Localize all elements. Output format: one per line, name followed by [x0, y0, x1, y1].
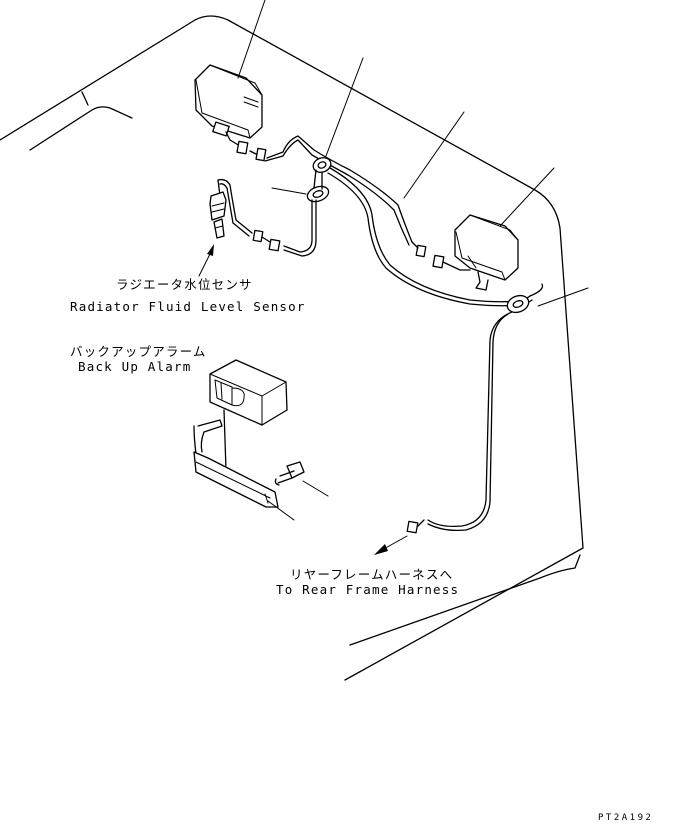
sensor-pointer-arrow [198, 244, 214, 277]
main-harness [264, 135, 544, 314]
backup-alarm-assembly [193, 359, 305, 508]
rear-harness-arrow [374, 535, 408, 555]
radiator-sensor-label-jp: ラジエータ水位センサ [116, 277, 253, 292]
rear-harness-label-en: To Rear Frame Harness [276, 582, 459, 597]
leader-lines [237, 0, 589, 521]
drawing-code: PT2A192 [598, 813, 653, 823]
backup-alarm-label-jp: バックアップアラーム [70, 344, 207, 359]
radiator-sensor-label-en: Radiator Fluid Level Sensor [70, 299, 306, 314]
radiator-sensor-branch [209, 178, 317, 257]
cab-outline [0, 15, 584, 681]
right-work-lamp [411, 214, 519, 291]
rear-harness-run [406, 311, 513, 534]
backup-alarm-label-en: Back Up Alarm [78, 359, 191, 374]
left-work-lamp [194, 64, 267, 162]
rear-harness-label-jp: リヤーフレームハーネスへ [290, 567, 453, 582]
